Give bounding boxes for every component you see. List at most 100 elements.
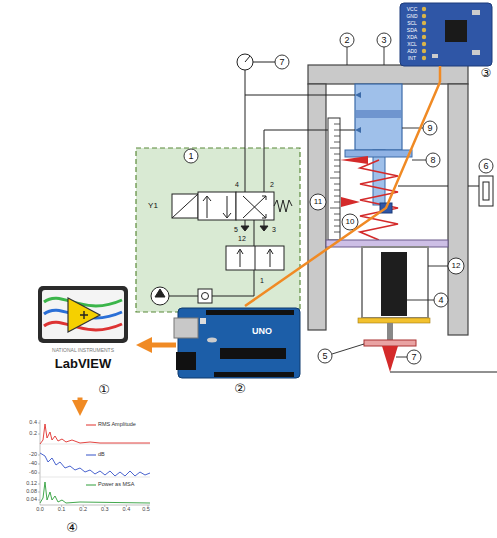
callout-circles [407, 350, 421, 364]
solenoid-label: Y1 [148, 202, 158, 210]
software-name: LabVIEW [55, 357, 111, 370]
pneumatic-circuit [226, 246, 284, 270]
illustration-part [422, 42, 426, 46]
side-sensor [483, 182, 489, 200]
machine-frame [448, 84, 468, 335]
callout-circles [184, 149, 198, 163]
axis-tick: 0.4 [29, 420, 37, 426]
illustration-part [422, 14, 426, 18]
callout-circles [426, 153, 440, 167]
illustration-part [422, 7, 426, 60]
callout-number: 4 [438, 296, 443, 305]
brand-label: NATIONAL INSTRUMENTS [52, 348, 114, 353]
tool-assembly [390, 372, 497, 373]
pneumatic-circuit [202, 293, 209, 300]
spectrum-chart-plot [40, 482, 150, 503]
side-sensor [398, 176, 493, 206]
axis-tick: 0.0 [36, 507, 44, 513]
port-label: 12 [238, 235, 246, 242]
callout-circles [340, 33, 354, 47]
illustration-part [422, 56, 426, 60]
callout-circles [423, 121, 437, 135]
tool-assembly [387, 323, 393, 340]
pin-label: AD0 [407, 49, 417, 54]
callout-circles [479, 159, 493, 173]
tool-assembly [326, 240, 448, 247]
spring [360, 160, 398, 240]
legend-label: dB [98, 451, 105, 457]
callout-number: ③ [481, 67, 492, 79]
arduino-uno-board [174, 308, 300, 378]
axis-tick: 0.08 [26, 489, 37, 495]
illustration-part [422, 28, 426, 32]
pin-label: XDA [407, 35, 417, 40]
pneumatic-panel [136, 148, 300, 312]
mpu-sensor-board [445, 20, 467, 42]
callout-number: 12 [452, 262, 461, 270]
labview-icon [42, 290, 124, 339]
pneumatic-circuit [274, 200, 292, 212]
callout-number: ④ [66, 521, 78, 534]
arduino-uno-board [220, 348, 286, 359]
side-sensor [398, 186, 479, 187]
callout-number: 9 [427, 124, 432, 133]
pneumatic-circuit [264, 130, 355, 192]
axis-tick: 0.12 [26, 481, 37, 487]
arduino-uno-board [176, 352, 196, 370]
mpu-sensor-board [472, 50, 480, 55]
mpu-sensor-board [439, 66, 442, 82]
spectrum-chart-plot [86, 425, 96, 426]
arduino-uno-board [206, 310, 294, 315]
signal-connector [146, 343, 176, 348]
arduino-uno-board [174, 318, 198, 338]
mpu-sensor-board [400, 3, 492, 66]
arduino-uno-board [200, 318, 206, 324]
spectrum-chart-plot [86, 485, 96, 486]
callout-number: ① [98, 383, 110, 396]
machine-frame [308, 65, 468, 335]
spectrum-chart-plot [86, 455, 96, 456]
callout-circles [448, 258, 464, 274]
displacement-scale [328, 118, 340, 240]
pneumatic-circuit [203, 196, 211, 218]
callout-number: 8 [430, 156, 435, 165]
tool-assembly [362, 247, 428, 318]
pneumatic-circuit [245, 70, 246, 95]
pneumatic-circuit [236, 192, 274, 220]
spectrum-chart-plot [38, 420, 150, 507]
callout-number: 3 [381, 36, 386, 45]
arduino-uno-board [214, 372, 294, 377]
displacement-scale [328, 118, 368, 240]
leader-lines [332, 47, 448, 357]
pneumatic-circuit [253, 62, 275, 63]
spectrum-chart-plot [38, 423, 148, 507]
labview-icon [38, 286, 128, 343]
pneumatic-circuit [254, 220, 255, 246]
callout-number: 6 [483, 162, 488, 171]
port-label: 5 [234, 226, 238, 233]
axis-tick: 0.5 [142, 507, 150, 513]
port-label: 3 [272, 226, 276, 233]
callout-circles [184, 33, 493, 364]
callout-number: 5 [322, 352, 327, 361]
pin-label: INT [408, 56, 416, 61]
tool-assembly [381, 252, 407, 316]
pin-label: SCL [407, 21, 417, 26]
displacement-scale [341, 197, 360, 207]
board-label: UNO [252, 327, 272, 336]
callout-number: 7 [279, 58, 284, 67]
pneumatic-circuit [198, 192, 236, 220]
arduino-board: UNO② [176, 306, 302, 398]
callout-number: 1 [188, 152, 193, 161]
pneumatic-cylinder [345, 84, 412, 205]
pneumatic-circuit [151, 287, 169, 305]
tool-assembly [382, 346, 398, 372]
axis-tick: -40 [29, 461, 37, 467]
axis-tick: -20 [29, 452, 37, 458]
callout-circles [342, 214, 358, 230]
axis-tick: 0.2 [29, 431, 37, 437]
displacement-scale [330, 124, 340, 232]
labview-icon [68, 298, 100, 332]
